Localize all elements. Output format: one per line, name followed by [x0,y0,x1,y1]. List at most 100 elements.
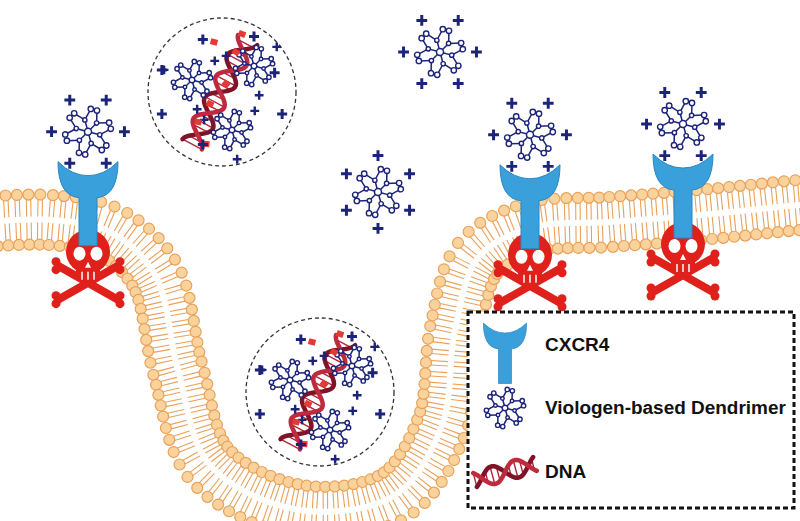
positive-charge [659,150,670,161]
bone-knob [647,284,656,293]
dendrimer-terminal [222,145,226,149]
lipid-tail [315,515,317,521]
lipid-tail [564,226,566,243]
dendrimer-terminal [488,395,492,399]
lipid-tail [695,195,696,212]
lipid-head [419,497,430,508]
lipid-head [202,379,213,390]
positive-charge [488,129,499,140]
dendrimer-terminal [495,423,499,427]
viologen-unit [329,348,338,357]
lipid-head [160,422,171,433]
dendrimer-terminal [311,435,315,439]
dendrimer-terminal [353,192,358,197]
dendrimer-node [373,178,377,182]
bone-knob [711,284,720,293]
bone-knob [52,257,61,266]
dendrimer-terminal [309,430,313,434]
legend-label: CXCR4 [545,334,609,356]
lipid-head [182,471,193,482]
lipid-tail [323,492,324,509]
dendrimer-node [286,369,290,373]
lipid-tail [97,207,101,223]
lipid-tail [311,514,313,521]
lipid-tail [49,200,50,217]
lipid-tail [26,223,27,240]
dendrimer-terminal [510,389,514,393]
dendrimer-terminal [361,171,366,176]
lipid-tail [346,514,348,521]
lipid-tail [58,224,59,241]
dendrimer-node [321,435,325,439]
dendrimer-node [245,71,249,75]
lipid-tail [496,219,504,234]
dendrimer-terminal [335,411,339,415]
lipid-tail [710,194,712,211]
lipid-head [604,191,615,202]
dendrimer-terminal [317,413,321,417]
lipid-tail [148,250,162,260]
lipid-head [199,367,210,378]
lipid-tail [738,191,740,208]
lipid-tail [124,256,136,268]
positive-charge [296,334,306,344]
positive-charge [347,332,357,342]
lipid-tail [151,334,168,337]
lipid-tail [64,201,65,218]
lipid-head [35,189,46,200]
lipid-head [420,357,431,368]
dendrimer-terminal [179,63,183,67]
dendrimer-terminal [71,111,76,116]
lipid-tail [41,223,42,240]
lipid-head [499,205,510,216]
positive-charge [222,51,231,60]
lipid-tail [452,388,469,389]
lipid-tail [158,367,174,372]
receptor-body [483,323,526,383]
lipid-head [235,512,246,521]
dendrimer-terminal [354,198,359,203]
dendrimer-terminal [548,123,553,128]
dna-dendrimer-complex [246,318,394,466]
lipid-tail [75,202,77,219]
lipid-tail [601,202,603,219]
dendrimer-terminal [280,395,284,399]
lipid-tail [286,511,289,521]
lipid-tail [624,224,625,241]
bone-knob [647,292,656,301]
dendrimer-terminal [290,359,294,363]
viologen-unit [336,330,345,338]
dendrimer-terminal [521,404,525,408]
dendrimer-terminal [357,347,361,351]
lipid-tail [741,214,743,231]
dendrimer-node [516,129,520,133]
dendrimer-terminal [484,408,488,412]
lipid-tail [444,285,460,289]
lipid-head [463,226,474,237]
dendrimer-core [229,127,235,133]
dendrimer-icon [160,57,219,114]
bone-knob [494,260,503,269]
lipid-head [562,243,573,254]
dendrimer-terminal [530,109,535,114]
lipid-tail [440,304,457,307]
lipid-tail [223,487,232,501]
lipid-tail [357,489,360,506]
lipid-tail [442,292,459,296]
lipid-head [594,192,605,203]
skull-eye [669,239,681,253]
lipid-tail [586,203,587,220]
skull-tooth [682,264,684,272]
lipid-head [425,321,436,332]
viologen-unit [206,100,215,108]
skull-tooth [87,272,89,280]
lipid-tail [175,435,191,440]
dendrimer-terminal [678,144,683,149]
lipid-tail [440,438,456,445]
dendrimer-terminal [299,393,303,397]
dendrimer-terminal [546,146,551,151]
lipid-tail [19,200,21,217]
lipid-tail [481,228,490,242]
dendrimer-node [536,124,540,128]
dendrimer-node [343,371,347,375]
